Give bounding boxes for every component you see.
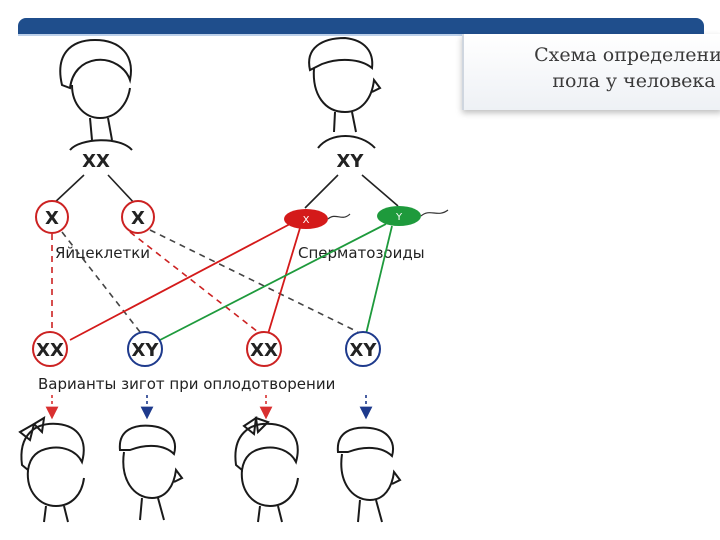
sperm-y [377,206,449,226]
egg-2-label: X [131,208,145,229]
girl-head-1-icon [18,416,85,523]
mother-head-icon [59,38,133,151]
zygote-2 [127,331,163,367]
zygote-2-label: XY [132,340,160,361]
zygote-3 [246,331,282,367]
slide-title-box: Схема определения пола у человека [462,34,720,110]
zygote-4-label: XY [350,340,378,361]
sperm-x-label: X [303,215,310,226]
zygote-4 [345,331,381,367]
zygote-1-label: XX [36,340,64,361]
sperm-x [284,209,351,229]
boy-head-2-icon [336,426,402,523]
mother-branch-lines [51,174,137,206]
father-genotype: XY [337,151,365,172]
father-head-icon [308,36,382,149]
zygote-1 [32,331,68,367]
eggs-caption: Яйцеклетки [55,244,150,262]
girl-head-2-icon [234,415,299,523]
slide-header-rule [18,34,704,36]
egg-2 [121,200,155,234]
slide-title: Схема определения пола у человека [534,44,720,92]
sperm-y-label: Y [395,212,403,223]
egg-1-label: X [45,208,59,229]
sperm-caption: Сперматозоиды [298,244,425,262]
zygotes-caption: Варианты зигот при оплодотворении [38,375,335,393]
mother-genotype: XX [82,151,110,172]
boy-head-1-icon [118,424,184,521]
egg-1 [35,200,69,234]
fertilization-lines [51,223,393,341]
father-branch-lines [304,174,399,209]
zygote-3-label: XX [250,340,278,361]
slide-header-bar [18,18,704,34]
